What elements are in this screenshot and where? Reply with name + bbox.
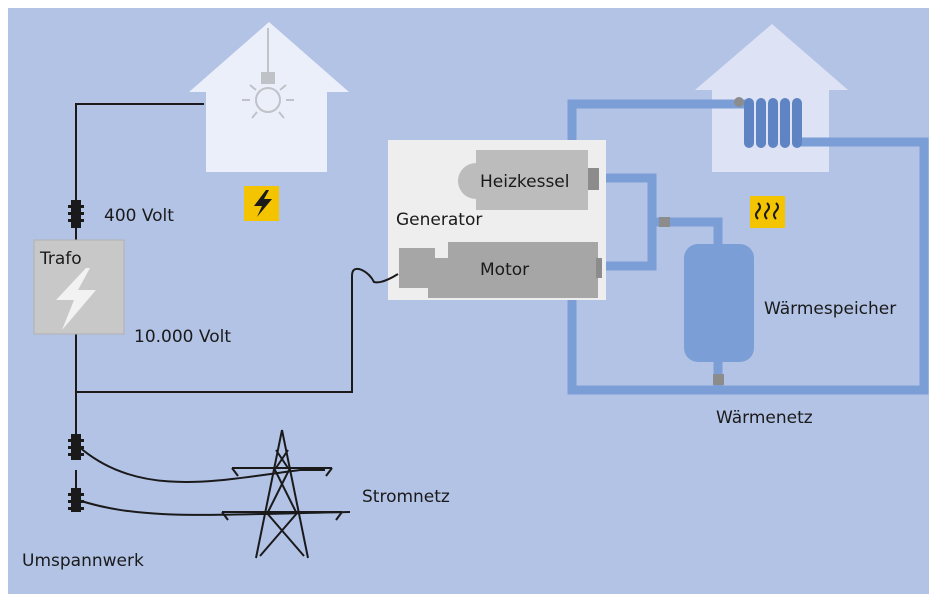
lightning-icon [244, 186, 279, 221]
insulator-icon [68, 200, 84, 228]
house-electric [189, 22, 349, 172]
radiator-icon [744, 98, 802, 148]
pipe-fitting [713, 374, 724, 385]
heat-icon [750, 196, 785, 228]
insulator-icon [68, 488, 84, 512]
label-waermespeicher: Wärmespeicher [764, 299, 896, 319]
label-trafo: Trafo [39, 249, 82, 269]
label-umspannwerk: Umspannwerk [22, 551, 144, 571]
label-400-volt: 400 Volt [104, 206, 174, 226]
electric-lines [75, 103, 399, 516]
heizkessel-unit [458, 150, 599, 210]
transformer [33, 239, 125, 335]
label-generator: Generator [396, 210, 482, 230]
label-heizkessel: Heizkessel [480, 172, 569, 192]
label-stromnetz: Stromnetz [362, 487, 450, 507]
house-heat [695, 24, 848, 172]
insulator-icon [68, 434, 84, 460]
heat-network-pipes [567, 99, 929, 395]
heat-storage-tank [684, 244, 754, 362]
pipe-fitting [659, 217, 670, 227]
pipe-valve [734, 97, 744, 107]
lightning-icon [56, 268, 96, 330]
lightbulb-icon [242, 28, 294, 119]
motor-unit [399, 242, 602, 298]
label-motor: Motor [480, 260, 529, 280]
label-10000-volt: 10.000 Volt [134, 327, 231, 347]
power-pylon-icon [221, 429, 343, 559]
label-waermenetz: Wärmenetz [716, 408, 813, 428]
